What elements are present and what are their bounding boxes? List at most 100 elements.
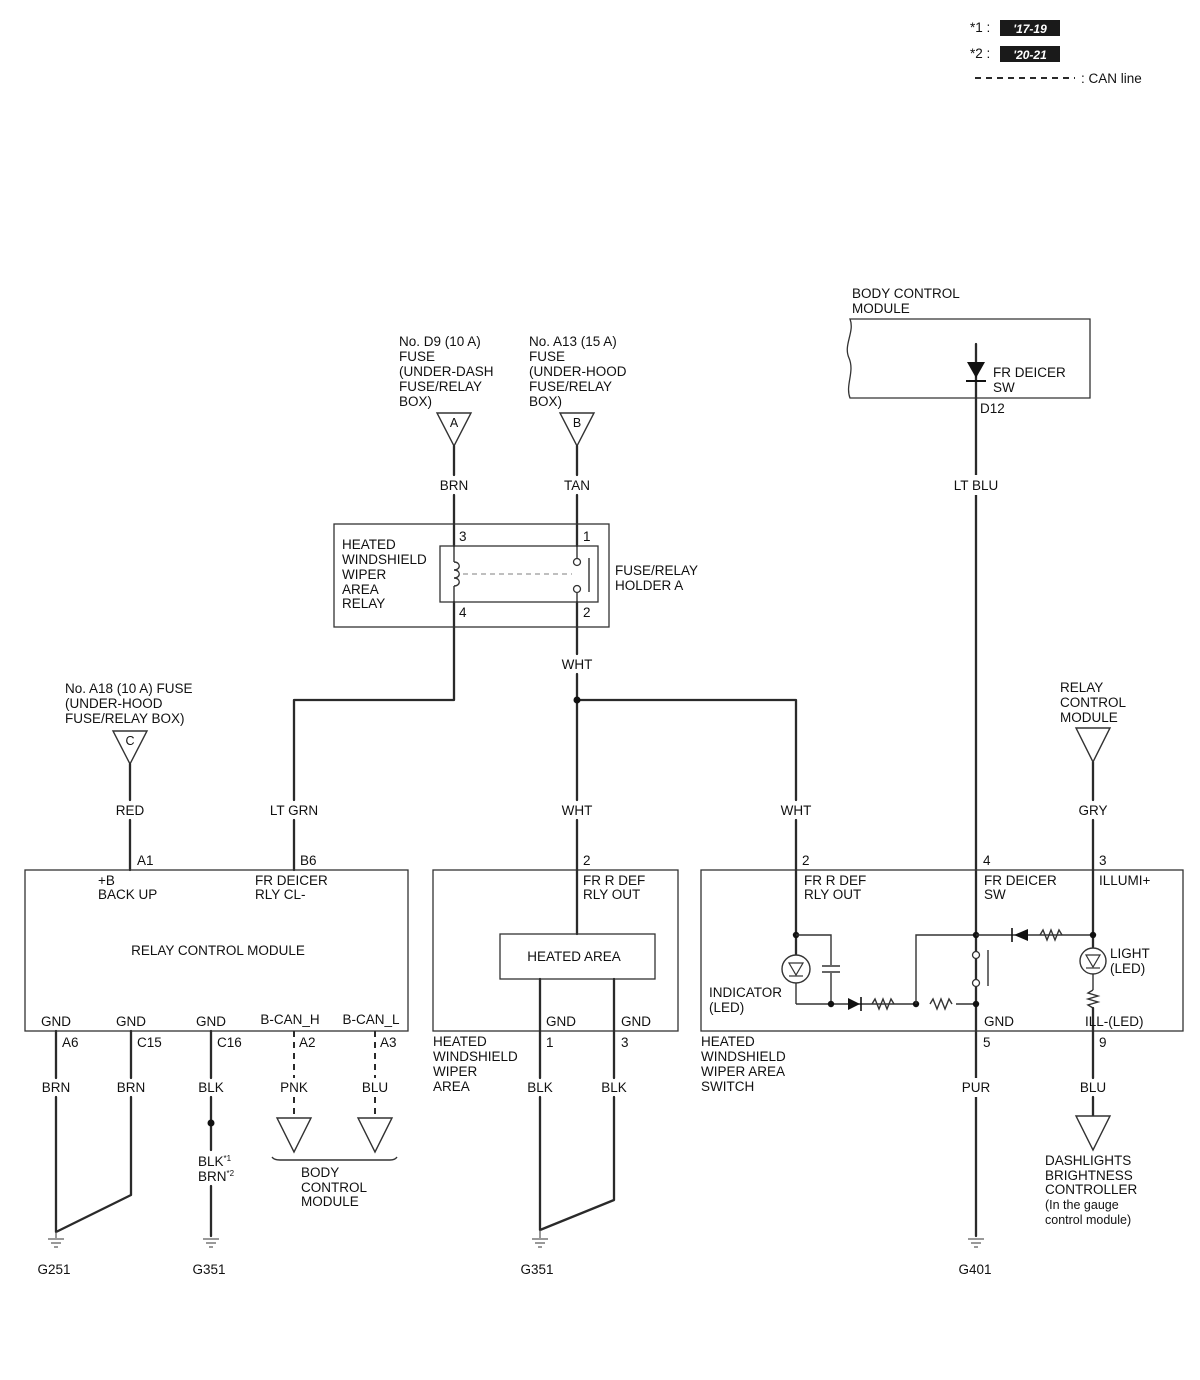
relay-name-line1: HEATED <box>342 537 396 552</box>
relay-pin4: 4 <box>459 605 467 620</box>
relay-name-line5: RELAY <box>342 596 385 611</box>
fuse-a13: No. A13 (15 A) FUSE (UNDER-HOOD FUSE/REL… <box>529 334 627 448</box>
fuse-a13-tag: B <box>573 416 581 430</box>
rcm-pin-c15: C15 <box>137 1035 162 1050</box>
cap-junction-dot <box>827 1000 835 1008</box>
dash-line5: control module) <box>1045 1213 1131 1227</box>
indicator-led-icon <box>781 954 811 984</box>
rcm-a1-line1: +B <box>98 873 115 888</box>
relay-holder-line1: FUSE/RELAY <box>615 563 698 578</box>
fuse-a13-line3: (UNDER-HOOD <box>529 364 627 379</box>
switch-name-line1: HEATED <box>701 1034 755 1049</box>
wire-label-blk-area1: BLK <box>527 1080 553 1095</box>
wire-label-pur: PUR <box>962 1080 991 1095</box>
fuse-a18-line1: No. A18 (10 A) FUSE <box>65 681 193 696</box>
switch-resistor-icon <box>929 997 953 1011</box>
rcm-pin-c16: C16 <box>217 1035 242 1050</box>
wire-label-gry: GRY <box>1078 803 1107 818</box>
indicator-resistor-icon <box>871 997 895 1011</box>
area-name-line2: WINDSHIELD <box>433 1049 518 1064</box>
rcm-source-line2: CONTROL <box>1060 695 1126 710</box>
wires-upper <box>128 444 1095 872</box>
rcm-lower-wiring: BODY CONTROL MODULE <box>54 1029 398 1238</box>
rcm-title: RELAY CONTROL MODULE <box>131 943 305 958</box>
ground-label-g351-left: G351 <box>192 1262 225 1277</box>
sw-mid-link <box>915 934 976 1004</box>
wire-label-brn-c15: BRN <box>117 1080 146 1095</box>
bcm-pin-d12: D12 <box>980 401 1005 416</box>
relay-coil-icon <box>453 561 460 587</box>
relay-pin1: 1 <box>583 529 591 544</box>
bcm-bottom-line3: MODULE <box>301 1194 359 1209</box>
switch-box <box>700 869 1184 1032</box>
area-gnd2: GND <box>621 1014 651 1029</box>
rcm-gnd2: GND <box>116 1014 146 1029</box>
switch-sw-line1: FR DEICER <box>984 873 1057 888</box>
bcm-switch-label-line2: SW <box>993 380 1015 395</box>
wire-label-brn-a6: BRN <box>42 1080 71 1095</box>
indicator-label-line1: INDICATOR <box>709 985 782 1000</box>
wire-label-pnk: PNK <box>280 1080 308 1095</box>
ground-label-g251: G251 <box>37 1262 70 1277</box>
rcm-pin-a1: A1 <box>137 853 154 868</box>
wire-label-brn-top: BRN <box>440 478 469 493</box>
ground-label-g351-mid: G351 <box>520 1262 553 1277</box>
wire-blk-area-loop <box>538 1095 616 1232</box>
dash-line2: BRIGHTNESS <box>1045 1168 1133 1183</box>
fuse-d9-line1: No. D9 (10 A) <box>399 334 481 349</box>
dash-line4: (In the gauge <box>1045 1198 1119 1212</box>
fuse-d9: No. D9 (10 A) FUSE (UNDER-DASH FUSE/RELA… <box>399 334 494 448</box>
rcm-pin-a2: A2 <box>299 1035 316 1050</box>
relay-inner-box <box>439 545 599 603</box>
switch-pin9: 9 <box>1099 1035 1107 1050</box>
illum-resistor-icon <box>1039 928 1063 942</box>
wire-label-ltblu: LT BLU <box>954 478 999 493</box>
area-pin1: 1 <box>546 1035 554 1050</box>
heated-area-label: HEATED AREA <box>527 949 621 964</box>
wire-label-tan-top: TAN <box>564 478 590 493</box>
bcm-switch-arrow-icon <box>967 362 985 378</box>
relay-pin2: 2 <box>583 605 591 620</box>
dashlights-controller: DASHLIGHTS BRIGHTNESS CONTROLLER (In the… <box>1045 1153 1138 1227</box>
bcm-can-h-triangle-icon <box>275 1117 313 1154</box>
illum-diode-icon <box>1014 929 1028 941</box>
bcm-top-box <box>846 318 1091 399</box>
bcm-can-l-triangle-icon <box>356 1117 394 1154</box>
rcm-source-line3: MODULE <box>1060 710 1118 725</box>
wire-label-blk-c16: BLK <box>198 1080 224 1095</box>
switch-pin4: 4 <box>983 853 991 868</box>
relay-holder-line2: HOLDER A <box>615 578 683 593</box>
switch-name-line2: WINDSHIELD <box>701 1049 786 1064</box>
ground-g251: G251 <box>37 1232 71 1277</box>
fuse-d9-triangle-icon <box>435 412 473 448</box>
dashlights-triangle-icon <box>1074 1115 1112 1152</box>
dash-line3: CONTROLLER <box>1045 1182 1138 1197</box>
switch-gnd-label: GND <box>984 1014 1014 1029</box>
legend-note1-years: '17-19 <box>1013 22 1047 36</box>
heated-area-element <box>499 933 656 980</box>
wire-label-blu-can: BLU <box>362 1080 388 1095</box>
cap-lead-top <box>796 934 832 965</box>
rcm-source-line1: RELAY <box>1060 680 1103 695</box>
indicator-led-diode <box>787 962 805 977</box>
dash-line1: DASHLIGHTS <box>1045 1153 1131 1168</box>
area-pin3: 3 <box>621 1035 629 1050</box>
switch-name-line4: SWITCH <box>701 1079 754 1094</box>
wire-label-red: RED <box>116 803 145 818</box>
ground-g401: G401 <box>958 1238 992 1277</box>
fuse-a13-line5: BOX) <box>529 394 562 409</box>
wire-wht-branch <box>575 698 798 802</box>
legend-note2-mark: *2 : <box>970 46 990 61</box>
fuse-a13-triangle-icon <box>558 412 596 448</box>
ground-g351-left: G351 <box>192 1238 226 1277</box>
area-pin2: 2 <box>583 853 591 868</box>
relay-contact-bottom <box>572 584 582 594</box>
bcm-switch-label-line1: FR DEICER <box>993 365 1066 380</box>
pur-label-bg <box>956 1078 996 1097</box>
fuse-d9-line3: (UNDER-DASH <box>399 364 494 379</box>
wire-label-wht-sw: WHT <box>781 803 812 818</box>
relay-outer-box <box>333 523 610 628</box>
c16-splice-dot <box>207 1119 215 1127</box>
area-gnd1: GND <box>546 1014 576 1029</box>
